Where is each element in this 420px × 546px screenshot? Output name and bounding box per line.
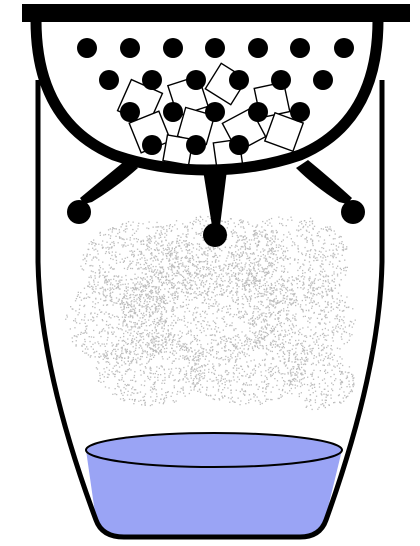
basket-dot	[77, 38, 97, 58]
basket-dot	[142, 135, 162, 155]
basket-dot	[334, 38, 354, 58]
support-foot-center	[203, 223, 227, 247]
basket-dot	[163, 102, 183, 122]
basket-dot	[229, 70, 249, 90]
basket-dot	[290, 102, 310, 122]
basket-dot	[248, 38, 268, 58]
basket-dot	[142, 70, 162, 90]
basket-dot	[290, 38, 310, 58]
basket-dot	[313, 70, 333, 90]
basket-dot	[205, 102, 225, 122]
basket-dot	[120, 38, 140, 58]
basket-dot	[120, 102, 140, 122]
rim-bar	[22, 4, 410, 22]
basket-dot	[271, 70, 291, 90]
liquid-surface	[86, 433, 342, 467]
basket-dot	[163, 38, 183, 58]
basket-dot	[99, 70, 119, 90]
support-foot-right	[341, 200, 365, 224]
basket-dot	[186, 70, 206, 90]
basket-dot	[186, 135, 206, 155]
basket-dot	[248, 102, 268, 122]
basket-dot	[229, 135, 249, 155]
support-foot-left	[67, 200, 91, 224]
basket-dot	[205, 38, 225, 58]
